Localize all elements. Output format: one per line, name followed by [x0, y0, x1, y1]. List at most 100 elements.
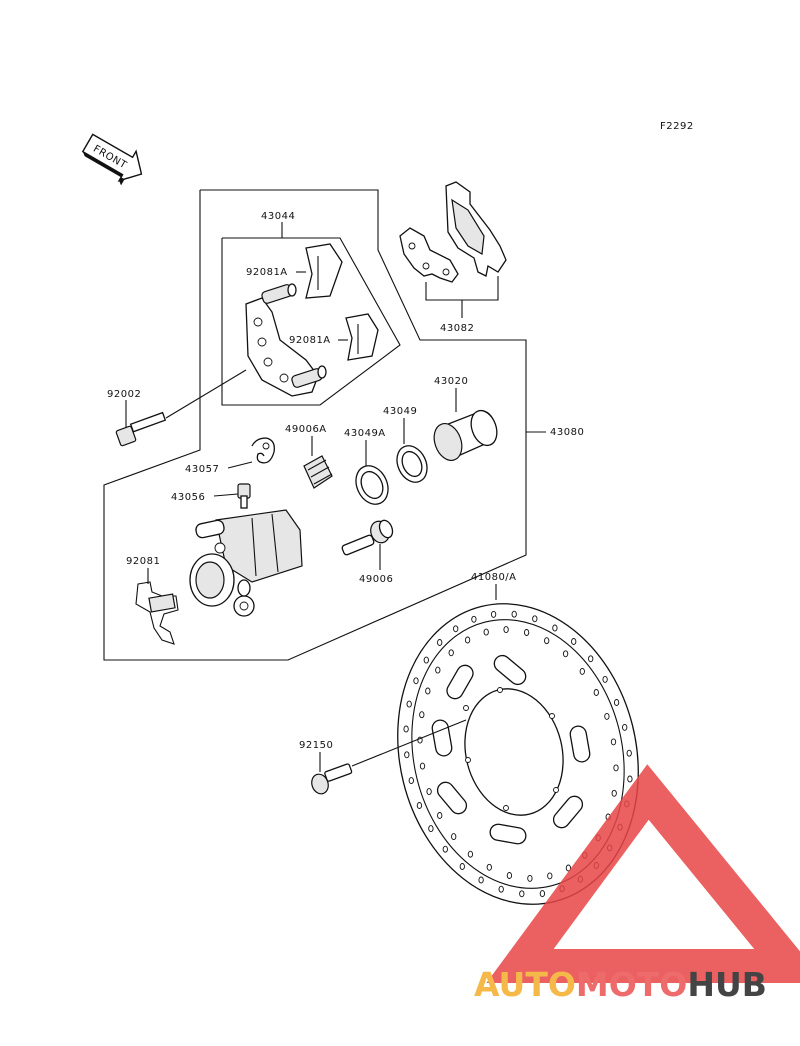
label-43082: 43082 — [440, 323, 474, 334]
watermark-text-auto: AUTO — [474, 965, 576, 1004]
disc-drill-hole — [478, 876, 484, 884]
disc-drill-hole — [506, 872, 513, 879]
boot-49006a — [303, 455, 333, 489]
bracket-43082 — [425, 276, 499, 301]
leader-92002-bolt-axis — [165, 369, 247, 419]
disc-drill-hole — [498, 885, 504, 893]
disc-drill-hole — [459, 863, 465, 870]
label-49006a: 49006A — [285, 424, 327, 435]
disc-drill-hole — [442, 845, 448, 853]
watermark-triangle-inner-icon — [590, 866, 704, 944]
label-49006: 49006 — [359, 574, 393, 585]
disc-drill-hole — [547, 872, 553, 880]
watermark-text: AUTOMOTOHUB — [474, 965, 767, 1004]
disc-drill-hole — [579, 667, 585, 675]
disc-drill-hole — [453, 625, 459, 633]
disc-drill-hole — [464, 636, 471, 644]
dust-seal-43049a — [355, 465, 389, 505]
label-92002: 92002 — [107, 389, 141, 400]
disc-drill-hole — [404, 751, 410, 759]
disc-drill-hole — [627, 775, 633, 783]
disc-drill-hole — [613, 699, 620, 706]
brake-pad-43082-front — [399, 227, 459, 283]
disc-drill-hole — [565, 864, 572, 872]
pad-spring-92081a-upper — [305, 243, 343, 299]
label-43020: 43020 — [434, 376, 468, 387]
pad-spring-92081a-lower — [345, 313, 379, 361]
label-43080: 43080 — [550, 427, 584, 438]
watermark-text-moto: MOTO — [576, 965, 687, 1004]
disc-drill-hole — [413, 677, 419, 685]
leader-92150-bolt-axis — [351, 719, 467, 767]
caliper-bolt-92002 — [115, 411, 167, 447]
disc-drill-hole — [539, 890, 546, 898]
disc-drill-hole — [425, 687, 431, 695]
label-43056: 43056 — [171, 492, 205, 503]
slide-pin-49006 — [341, 519, 394, 556]
disc-drill-hole — [519, 890, 525, 898]
disc-drill-hole — [602, 675, 608, 683]
disc-drill-hole — [613, 764, 619, 772]
front-arrow-icon: FRONT — [81, 133, 143, 186]
piston-43020 — [433, 409, 498, 461]
pad-spring-92081 — [135, 581, 179, 645]
disc-drill-hole — [503, 626, 509, 634]
disc-drill-hole — [419, 711, 425, 719]
disc-drill-hole — [588, 655, 594, 663]
label-43044: 43044 — [261, 211, 295, 222]
watermark-logo — [486, 764, 800, 983]
assembly-outline-43080 — [103, 189, 527, 661]
disc-drill-hole — [406, 700, 412, 708]
disc-drill-hole — [437, 639, 443, 646]
disc-drill-hole — [610, 738, 617, 746]
disc-drill-hole — [490, 610, 497, 618]
label-92081a-upper: 92081A — [246, 267, 288, 278]
disc-drill-hole — [527, 874, 533, 882]
label-43049a: 43049A — [344, 428, 386, 439]
watermark-text-hub: HUB — [687, 965, 767, 1004]
brake-disc-41080a — [397, 603, 639, 905]
disc-drill-hole — [523, 629, 530, 636]
disc-drill-hole — [471, 615, 477, 623]
bleed-cap-43057 — [251, 437, 275, 464]
disc-drill-hole — [532, 615, 538, 623]
label-43049: 43049 — [383, 406, 417, 417]
leader-43056 — [213, 493, 239, 497]
caliper-bracket — [245, 283, 327, 397]
disc-drill-hole — [593, 689, 599, 696]
watermark-triangle-icon — [486, 764, 800, 983]
disc-drill-hole — [408, 777, 414, 785]
label-41080a: 41080/A — [471, 572, 517, 583]
label-92081: 92081 — [126, 556, 160, 567]
disc-drill-hole — [416, 802, 423, 809]
caliper-body — [189, 509, 303, 617]
disc-drill-hole — [622, 723, 628, 731]
disc-drill-hole — [435, 666, 441, 674]
disc-drill-hole — [544, 637, 550, 645]
disc-drill-hole — [562, 650, 569, 658]
disc-drill-hole — [611, 789, 617, 797]
label-92150: 92150 — [299, 740, 333, 751]
piston-seal-43049 — [396, 445, 428, 483]
disc-drill-hole — [423, 656, 429, 664]
label-43057: 43057 — [185, 464, 219, 475]
brake-pad-43082-rear — [445, 181, 507, 277]
disc-drill-hole — [626, 749, 632, 757]
bracket-group-outline-43044 — [221, 237, 401, 406]
disc-drill-hole — [486, 863, 492, 871]
leader-43057 — [227, 461, 253, 469]
disc-drill-hole — [428, 825, 434, 833]
disc-drill-hole — [419, 762, 426, 770]
figure-code: F2292 — [660, 121, 694, 132]
disc-drill-hole — [403, 725, 409, 733]
bleed-valve-43056 — [237, 483, 251, 509]
disc-drill-hole — [467, 850, 474, 858]
disc-drill-hole — [552, 624, 558, 632]
disc-drill-hole — [604, 712, 610, 720]
disc-drill-hole — [571, 638, 577, 645]
disc-drill-hole — [483, 628, 489, 636]
disc-drill-hole — [426, 788, 432, 796]
disc-drill-hole — [511, 610, 517, 618]
disc-bolt-92150 — [311, 763, 353, 795]
